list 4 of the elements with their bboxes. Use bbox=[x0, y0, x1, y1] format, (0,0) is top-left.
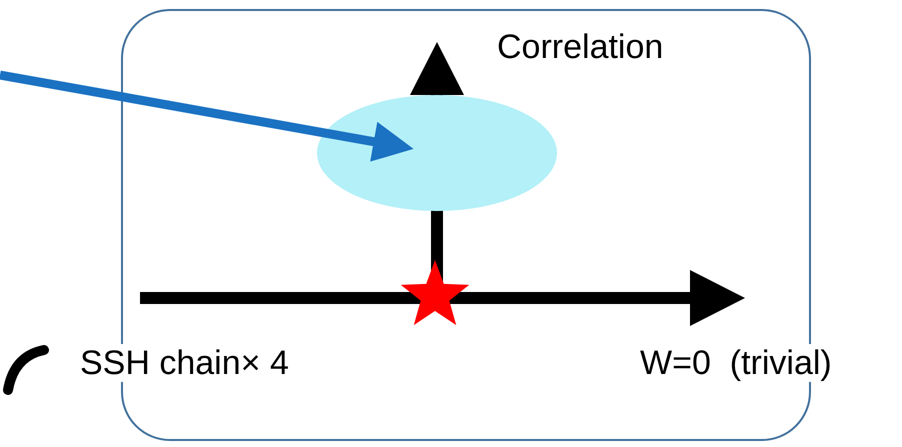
region-ellipse bbox=[317, 95, 557, 211]
text-label: SSH chain× 4 bbox=[80, 344, 289, 382]
text-label: W=0 (trivial) bbox=[640, 344, 832, 382]
arrow bbox=[0, 70, 414, 162]
